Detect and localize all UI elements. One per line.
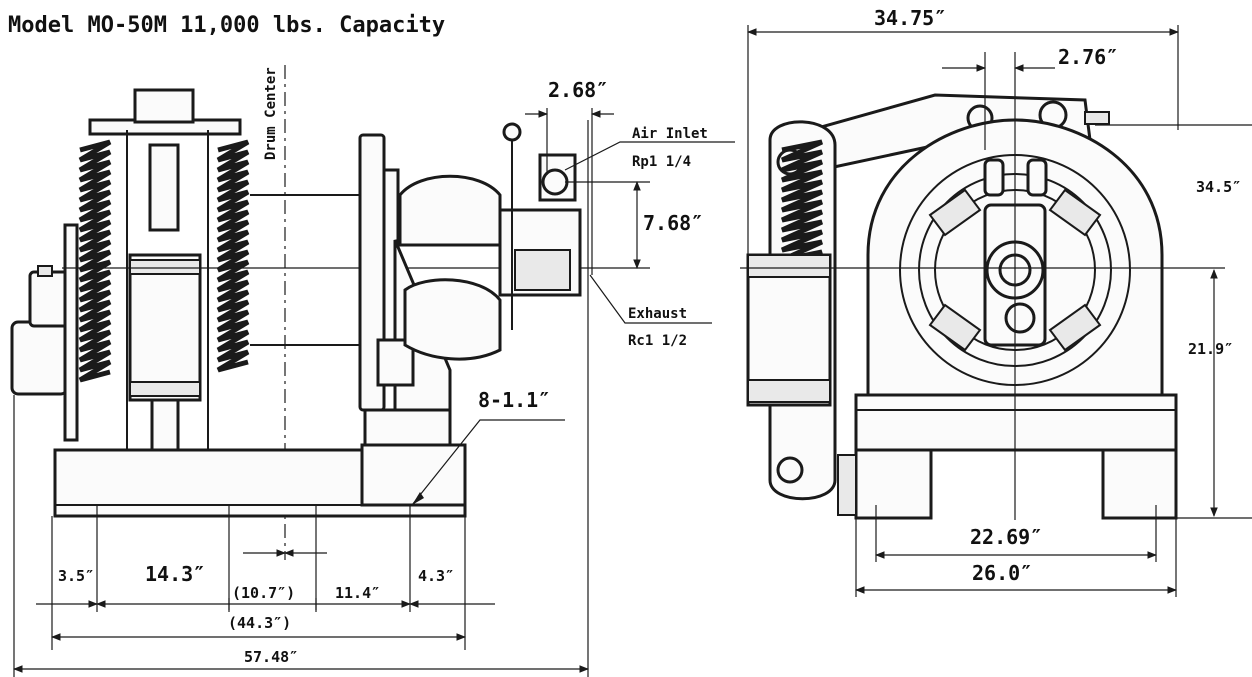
dim-bolt-spacing: 22.69″ — [970, 525, 1042, 549]
side-dimension-chain: 3.5″ 14.3″ (10.7″) 11.4″ 4.3″ (44.3″) 57… — [13, 120, 589, 677]
dim-base-width: 26.0″ — [972, 561, 1032, 585]
dim-seg-a: 3.5″ — [58, 567, 94, 585]
dim-bolt-holes: 8-1.1″ — [478, 388, 550, 412]
dim-seg-b: 14.3″ — [145, 562, 205, 586]
motor-housing — [10, 265, 70, 396]
exhaust-size: Rc1 1/2 — [628, 333, 687, 349]
brake-spring-right — [216, 139, 250, 373]
front-base — [837, 393, 1178, 520]
dim-base-length: (44.3″) — [228, 614, 291, 632]
dim-center-offset: 2.76″ — [1058, 45, 1118, 69]
gearbox — [358, 133, 452, 452]
dim-overall-length: 57.48″ — [244, 648, 298, 666]
side-view: Drum Center — [10, 65, 735, 677]
front-view: 34.75″ 2.76″ 34.5″ 21.9″ 22.69″ 26.0″ — [740, 6, 1252, 597]
dim-top-height: 34.5″ — [1196, 178, 1241, 196]
dim-overall-width: 34.75″ — [874, 6, 946, 30]
dim-inlet-offset: 2.68″ — [548, 78, 608, 102]
drawing-title: Model MO-50M 11,000 lbs. Capacity — [8, 13, 445, 38]
dim-seg-d: 11.4″ — [335, 584, 380, 602]
exhaust-label: Exhaust — [628, 306, 687, 322]
dim-inlet-height: 7.68″ — [643, 211, 703, 235]
drum-center-label: Drum Center — [263, 67, 279, 160]
dim-center-height: 21.9″ — [1188, 340, 1233, 358]
air-inlet-label: Air Inlet — [632, 126, 708, 142]
dim-seg-e: 4.3″ — [418, 567, 454, 585]
base-frame — [53, 443, 467, 518]
air-inlet-size: Rp1 1/4 — [632, 154, 691, 170]
air-motor — [398, 122, 582, 361]
brake-spring-left — [78, 139, 112, 383]
dim-seg-c: (10.7″) — [232, 584, 295, 602]
